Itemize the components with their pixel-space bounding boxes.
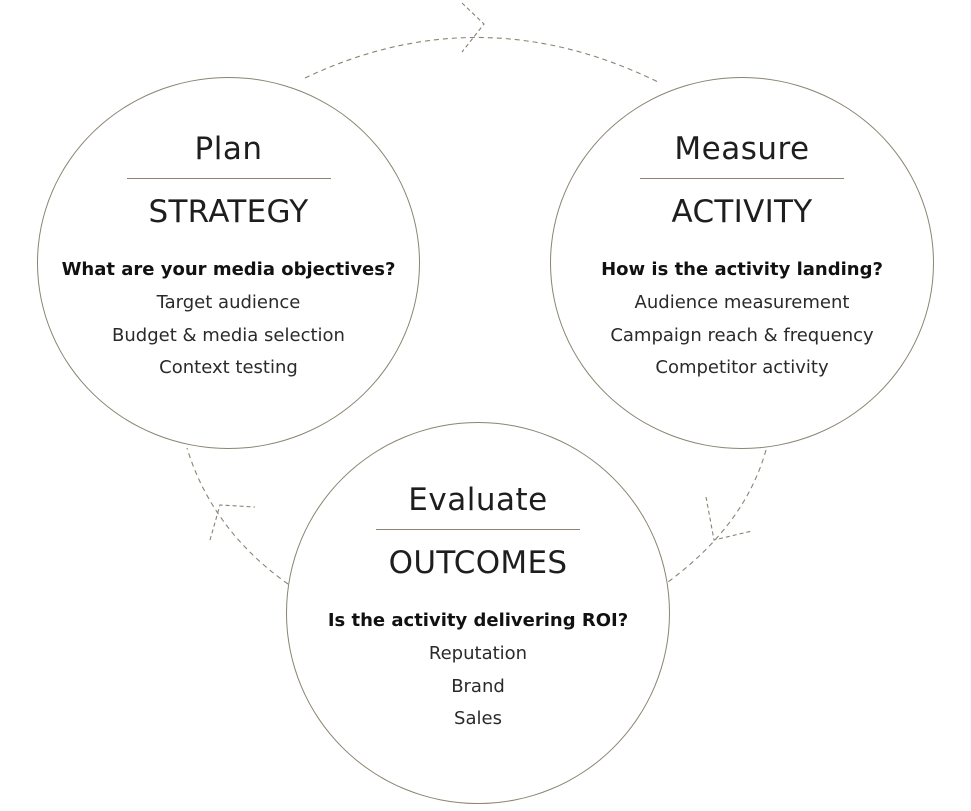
plan-divider xyxy=(126,178,331,179)
measure-circle: Measure ACTIVITY How is the activity lan… xyxy=(550,77,934,449)
evaluate-divider xyxy=(376,529,580,530)
evaluate-circle: Evaluate OUTCOMES Is the activity delive… xyxy=(286,422,670,804)
plan-category: STRATEGY xyxy=(148,194,309,230)
connector-plan-to-measure xyxy=(304,36,659,83)
list-item: Competitor activity xyxy=(655,357,829,378)
list-item: Budget & media selection xyxy=(112,324,345,346)
plan-circle: Plan STRATEGY What are your media object… xyxy=(37,77,420,449)
list-item: Sales xyxy=(454,708,502,729)
evaluate-items: Reputation Brand Sales xyxy=(287,638,669,736)
evaluate-phase-title: Evaluate xyxy=(408,482,548,518)
list-item: Target audience xyxy=(156,292,301,313)
evaluate-question: Is the activity delivering ROI? xyxy=(327,610,629,631)
measure-question: How is the activity landing? xyxy=(601,259,883,280)
list-item: Audience measurement xyxy=(634,292,850,313)
arrowhead-measure-to-evaluate-icon xyxy=(705,496,753,541)
plan-items: Target audience Budget & media selection… xyxy=(38,287,419,385)
list-item: Context testing xyxy=(159,357,298,378)
measure-phase-title: Measure xyxy=(674,131,810,167)
connector-measure-to-evaluate xyxy=(667,449,767,583)
list-item: Reputation xyxy=(428,643,528,664)
list-item: Campaign reach & frequency xyxy=(610,324,874,346)
measure-category: ACTIVITY xyxy=(671,194,813,230)
arrowhead-plan-to-measure-icon xyxy=(461,2,485,53)
plan-phase-title: Plan xyxy=(194,131,263,167)
list-item: Brand xyxy=(451,675,505,697)
plan-question: What are your media objectives? xyxy=(61,259,396,280)
measure-divider xyxy=(640,178,844,179)
connector-evaluate-to-plan xyxy=(186,447,289,585)
evaluate-category: OUTCOMES xyxy=(388,545,568,581)
arrowhead-evaluate-to-plan-icon xyxy=(209,504,256,541)
measure-items: Audience measurement Campaign reach & fr… xyxy=(551,287,933,385)
